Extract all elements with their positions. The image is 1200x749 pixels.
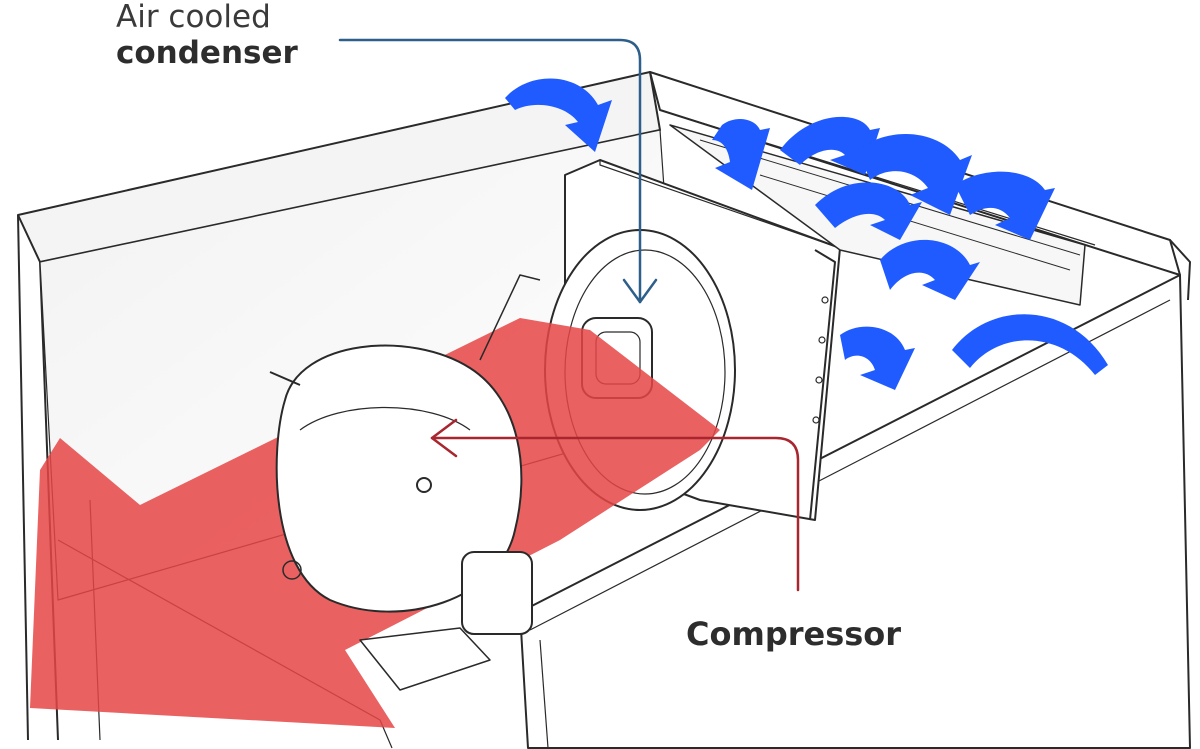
condenser-leader-arrowhead [622, 278, 658, 304]
compressor-label: Compressor [686, 615, 902, 653]
condenser-label: Air cooled condenser [116, 0, 298, 71]
compressor-body [275, 344, 523, 613]
blue-curved-arrow-icon [840, 326, 915, 390]
compressor-leader-arrowhead [430, 418, 458, 458]
condenser-label-line2: condenser [116, 34, 298, 71]
leader-lines [338, 38, 800, 592]
compressor-terminal-box [461, 551, 533, 635]
condenser-label-line1: Air cooled [116, 0, 271, 35]
blue-curved-arrow-icon [505, 78, 612, 152]
blue-curved-arrow-icon [955, 171, 1055, 240]
compressor-leader-line [430, 436, 800, 592]
blue-curved-arrow-icon [815, 182, 922, 240]
blue-curved-arrow-icon [780, 116, 880, 175]
blue-curved-arrow-icon [712, 118, 770, 190]
cold-air-flow [505, 78, 1108, 390]
compressor-port [416, 477, 432, 493]
compressor-base [359, 627, 491, 691]
compressor [269, 274, 541, 691]
blue-curved-arrow-icon [952, 314, 1108, 375]
condenser-leader-line [338, 38, 642, 304]
blue-curved-arrow-icon [858, 133, 972, 215]
blue-curved-arrow-icon [880, 239, 980, 300]
front-panel [519, 274, 1191, 749]
